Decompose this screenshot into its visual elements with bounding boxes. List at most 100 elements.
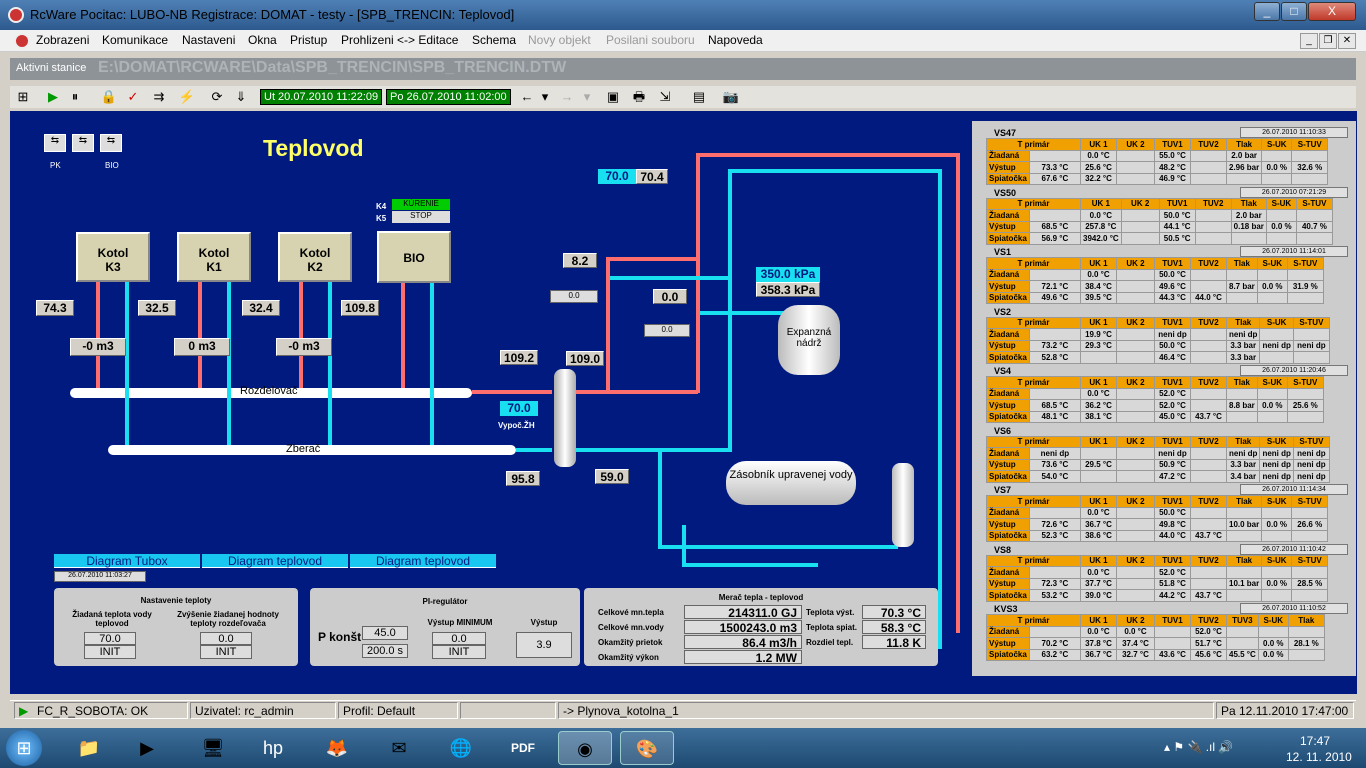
table-cell: 0.0 %	[1257, 637, 1289, 650]
pi-init-button[interactable]: INIT	[432, 645, 486, 659]
media-player-icon[interactable]: ▶	[140, 738, 154, 758]
window-icon[interactable]: ▣	[606, 89, 620, 104]
table-cell	[1116, 399, 1155, 412]
mdi-restore-button[interactable]: ❐	[1319, 33, 1337, 49]
menu-okna[interactable]: Okna	[248, 33, 277, 47]
menu-schema[interactable]: Schema	[472, 33, 517, 47]
mail-icon[interactable]: ✉	[391, 738, 407, 758]
rozdelovac-label: Rozdelovač	[240, 385, 298, 397]
mdi-minimize-button[interactable]: _	[1300, 33, 1318, 49]
camera-icon[interactable]: 📷	[722, 89, 740, 104]
table-cell	[1190, 387, 1227, 400]
maximize-button[interactable]: □	[1281, 2, 1307, 21]
boiler-k3-flow: -0 m3	[70, 338, 126, 356]
heat-meter-value: 86.4 m3/h	[684, 635, 802, 650]
k4-status[interactable]: KÚRENIE	[392, 199, 450, 210]
tray-icons[interactable]: ▴ ⚑ 🔌 .ıl 🔊	[1164, 740, 1234, 754]
back-dropdown-icon[interactable]: ▾	[541, 89, 549, 104]
diagram-teplovod-button-2[interactable]: Diagram teplovod	[350, 554, 496, 568]
navigate-icon[interactable]: ⊞	[17, 89, 29, 104]
clock-date[interactable]: 12. 11. 2010	[1286, 750, 1352, 764]
setpoint-value-1[interactable]: 70.0	[84, 632, 136, 645]
download-icon[interactable]: ⇓	[235, 89, 247, 104]
print-icon[interactable]: 🖶	[632, 89, 646, 104]
forward-icon[interactable]: ⇉	[153, 89, 165, 104]
network-icon[interactable]: 🖥	[201, 738, 225, 758]
menu-komunikace[interactable]: Komunikace	[102, 33, 169, 47]
table-cell	[1291, 529, 1329, 542]
pump-1-value[interactable]: 0.0	[550, 290, 598, 303]
mdi-close-button[interactable]: ✕	[1338, 33, 1356, 49]
pi-ti-value[interactable]: 200.0 s	[362, 644, 408, 658]
refresh-icon[interactable]: ⟳	[211, 89, 223, 104]
pdf-icon[interactable]: PDF	[511, 741, 535, 755]
time-to[interactable]: Po 26.07.2010 11:02:00	[386, 89, 511, 105]
back-icon[interactable]: ←	[520, 89, 534, 104]
pump-2-value[interactable]: 0.0	[644, 324, 690, 337]
pause-icon[interactable]: ⏸	[71, 89, 79, 104]
pipe	[606, 257, 610, 392]
menu-napoveda[interactable]: Napoveda	[708, 33, 763, 47]
menu-pristup[interactable]: Pristup	[290, 33, 328, 47]
close-button[interactable]: X	[1308, 2, 1356, 21]
nav-middle-button[interactable]: ⇆	[72, 134, 94, 152]
diagram-teplovod-button-1[interactable]: Diagram teplovod	[202, 554, 348, 568]
menu-zobrazeni[interactable]: Zobrazeni	[36, 33, 90, 47]
setpoint-value-2[interactable]: 0.0	[200, 632, 252, 645]
boiler-k3[interactable]: Kotol K3	[76, 232, 150, 282]
export-icon[interactable]: ⇲	[659, 89, 671, 104]
table-cell	[1190, 518, 1227, 531]
menu-app-icon[interactable]	[14, 33, 30, 49]
menu-nastaveni[interactable]: Nastaveni	[182, 33, 236, 47]
chart-icon[interactable]: ▤	[692, 89, 706, 104]
pipe	[328, 281, 332, 445]
boiler-k1[interactable]: Kotol K1	[177, 232, 251, 282]
paint-icon[interactable]: 🎨	[620, 731, 674, 765]
check-icon[interactable]: ✓	[127, 89, 139, 104]
setpoint-init-1[interactable]: INIT	[84, 645, 136, 659]
boiler-k2[interactable]: Kotol K2	[278, 232, 352, 282]
play-icon[interactable]: ▶	[48, 89, 58, 104]
firefox-icon[interactable]: 🦊	[325, 738, 349, 758]
pi-pk-value[interactable]: 45.0	[362, 626, 408, 640]
rcware-task-icon[interactable]: ◉	[558, 731, 612, 765]
pi-vmin-value[interactable]: 0.0	[432, 632, 486, 645]
table-cell: 47.2 °C	[1154, 470, 1191, 483]
diagram-tubox-button[interactable]: Diagram Tubox	[54, 554, 200, 568]
table-cell	[1116, 518, 1155, 531]
hp-icon[interactable]: hp	[262, 738, 284, 758]
k5-status[interactable]: STOP	[392, 211, 450, 223]
explorer-icon[interactable]: 📁	[77, 738, 101, 758]
table-cell	[1190, 351, 1227, 364]
start-button[interactable]: ⊞	[6, 730, 42, 766]
heat-meter-label: Celkové mn.vody	[598, 623, 664, 632]
setpoint-init-2[interactable]: INIT	[200, 645, 252, 659]
table-cell: 38.6 °C	[1080, 529, 1117, 542]
time-from[interactable]: Ut 20.07.2010 11:22:09	[260, 89, 383, 105]
lock-icon[interactable]: 🔒	[100, 89, 118, 104]
table-cell: 25.6 %	[1286, 399, 1324, 412]
minimize-button[interactable]: _	[1254, 2, 1280, 21]
table-cell: 45.5 °C	[1226, 648, 1259, 661]
menu-prohlizeni[interactable]: Prohlizeni <-> Editace	[341, 33, 459, 47]
clock-time[interactable]: 17:47	[1300, 734, 1331, 748]
boiler-bio[interactable]: BIO	[377, 231, 451, 283]
globe-icon[interactable]: 🌐	[449, 738, 473, 758]
table-cell	[1190, 280, 1227, 293]
table-cell	[1116, 447, 1155, 460]
nav-bio-button[interactable]: ⇆	[100, 134, 122, 152]
speed-icon[interactable]: ⚡	[178, 89, 196, 104]
nav-pk-button[interactable]: ⇆	[44, 134, 66, 152]
